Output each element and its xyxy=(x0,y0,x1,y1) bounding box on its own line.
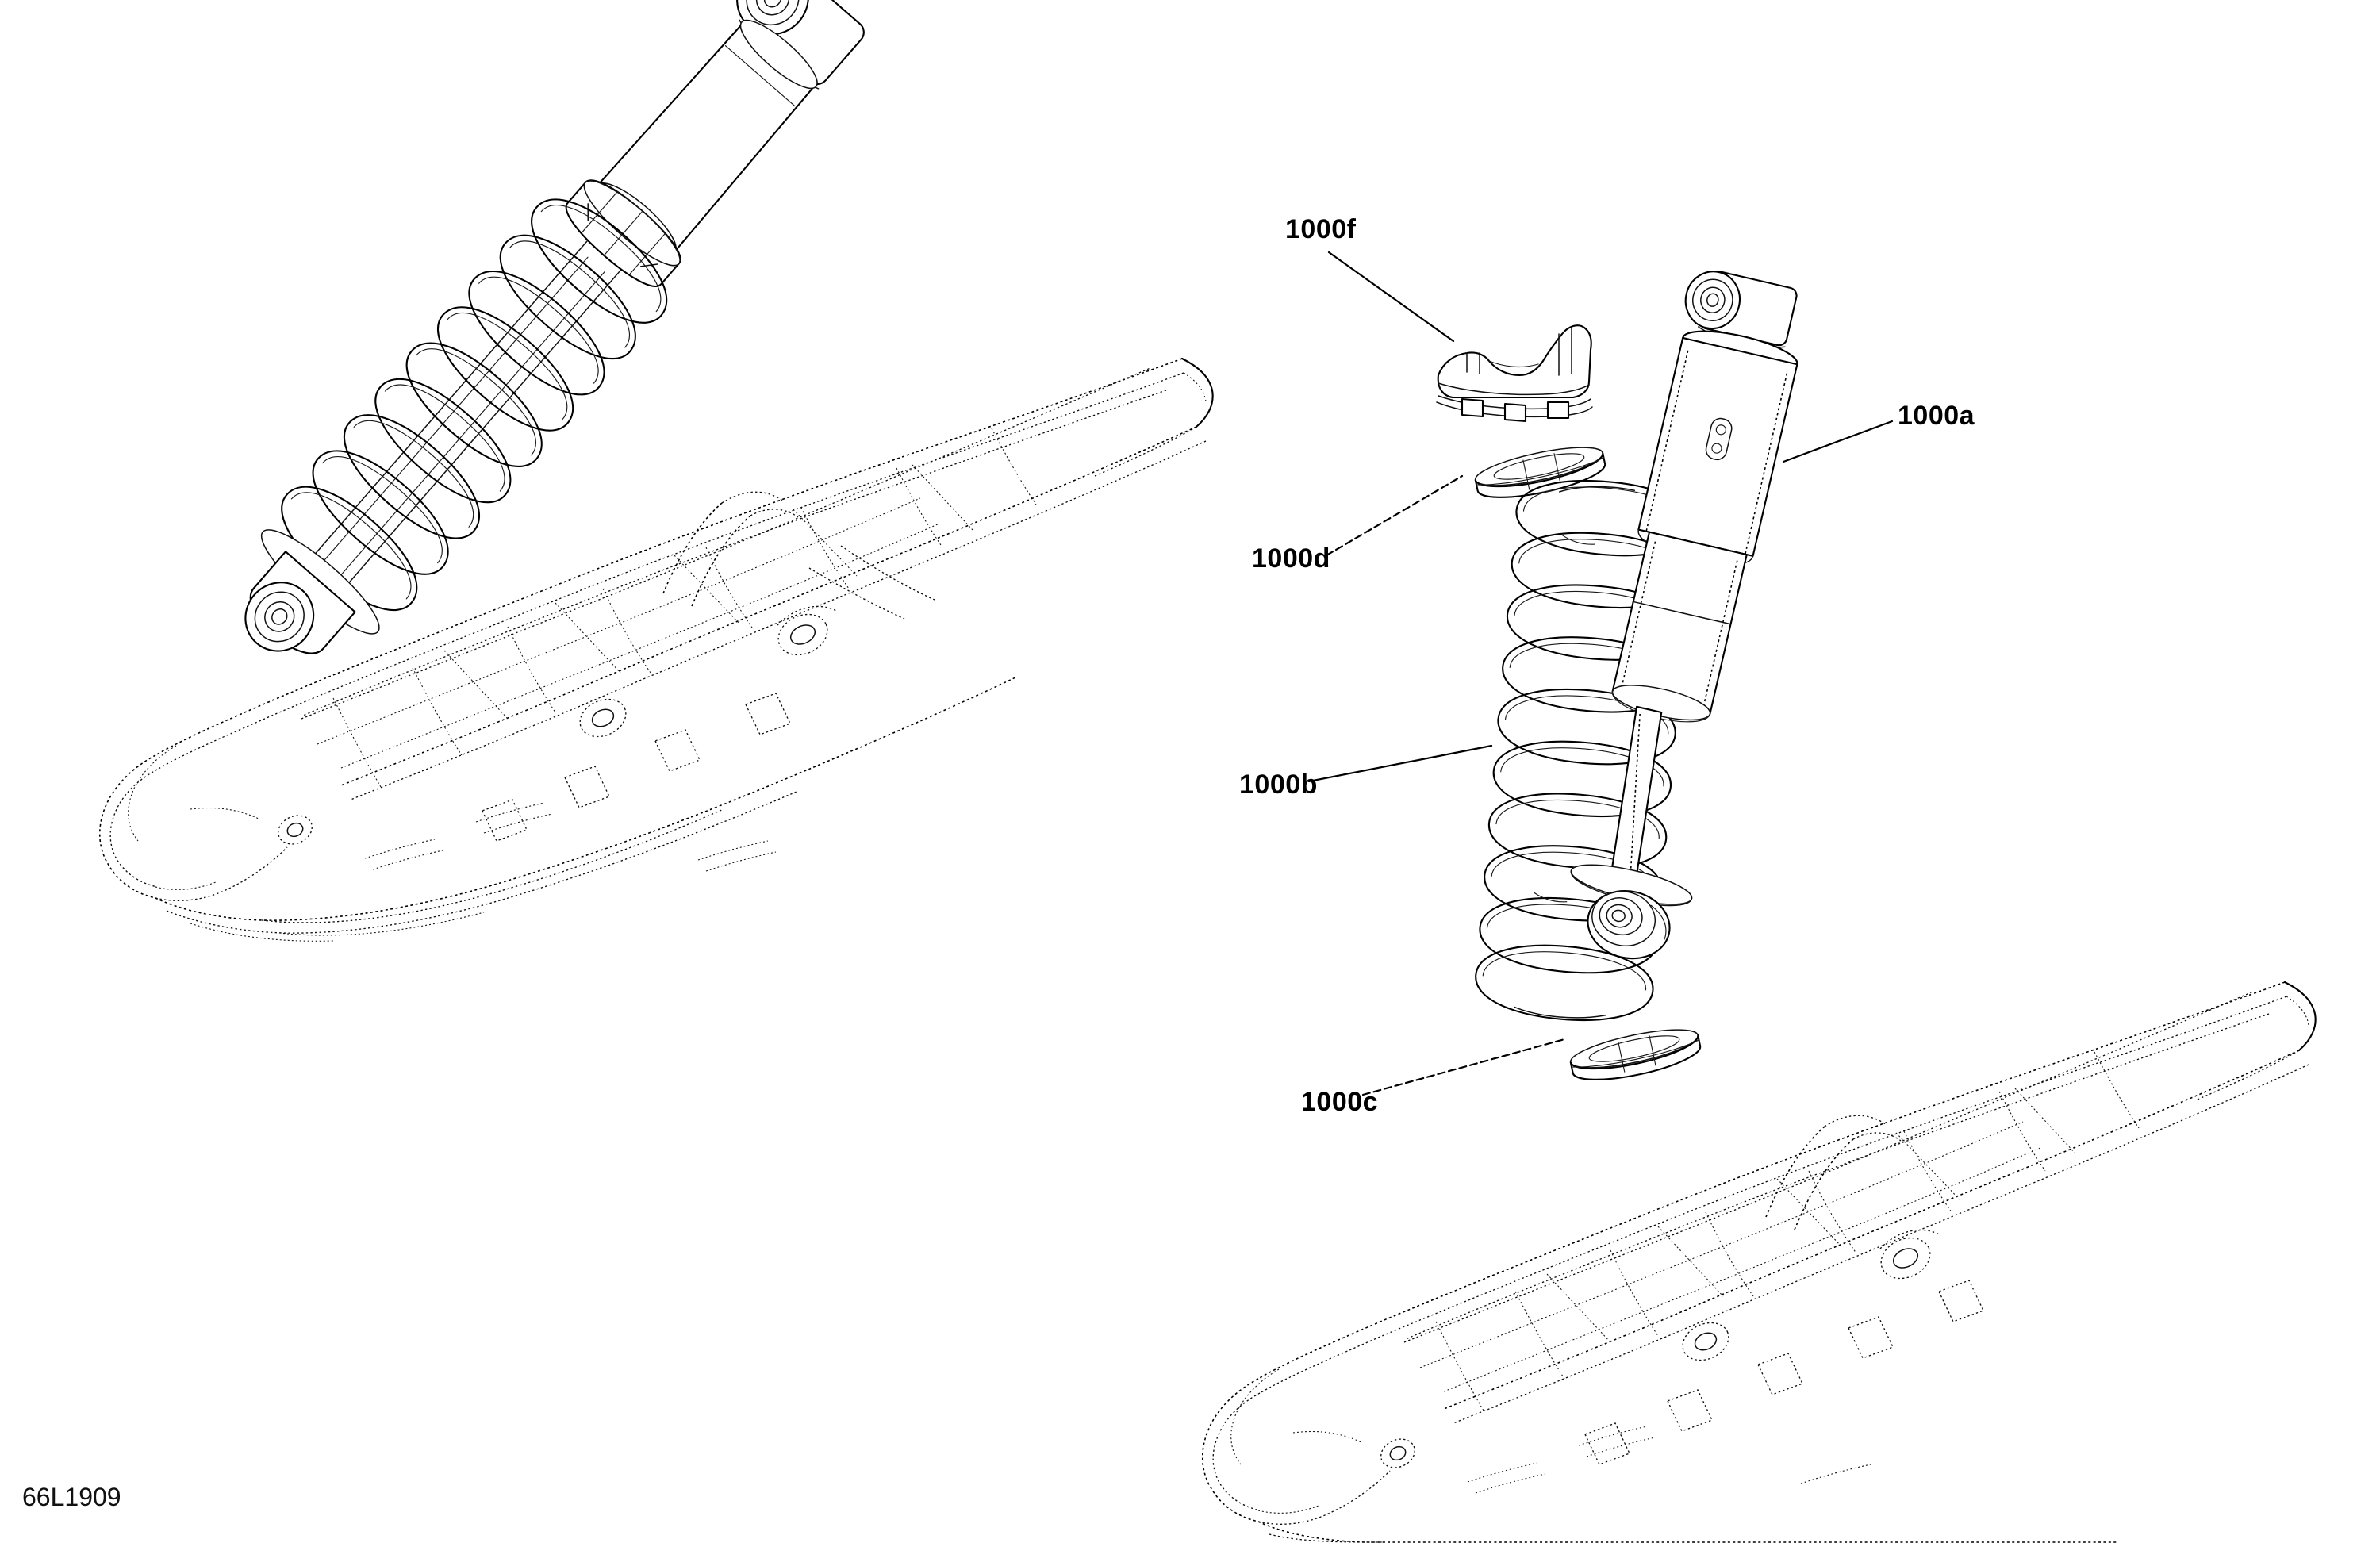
part-lower-spring-seat-washer xyxy=(1569,1029,1702,1080)
ski-upper-spindle-boss xyxy=(777,605,837,656)
ski-lower-front-boss xyxy=(1380,1438,1415,1468)
part-spring-cam-adjuster xyxy=(1436,324,1593,423)
shock-lower-eyelet xyxy=(1587,889,1671,960)
callout-label-1000f: 1000f xyxy=(1285,214,1357,244)
part-shock-absorber xyxy=(1570,270,1798,960)
callout-leaders xyxy=(1307,251,1894,1096)
callout-label-1000d: 1000d xyxy=(1252,543,1330,574)
ski-lower-pivot-boss xyxy=(1682,1322,1729,1361)
coilover-lower-eyelet xyxy=(244,529,380,654)
callout-label-1000c: 1000c xyxy=(1301,1087,1378,1117)
coil-over-shock-assembly xyxy=(244,0,865,654)
leader-1000c xyxy=(1361,1038,1566,1096)
ski-upper xyxy=(98,357,1214,942)
shock-valve-plate xyxy=(1705,417,1733,461)
callout-label-1000b: 1000b xyxy=(1239,770,1318,800)
shock-upper-eyelet xyxy=(1684,270,1798,348)
callout-label-1000a: 1000a xyxy=(1898,401,1975,431)
ski-upper-front-boss xyxy=(278,815,313,845)
coilover-coil-spring xyxy=(281,198,668,611)
leader-1000f xyxy=(1327,251,1455,343)
leader-1000a xyxy=(1782,420,1894,463)
ski-lower xyxy=(1201,981,2317,1543)
leader-1000b xyxy=(1307,744,1493,783)
leader-1000d xyxy=(1325,474,1464,557)
ski-upper-pivot-boss xyxy=(579,698,627,738)
part-upper-spring-seat-washer xyxy=(1474,447,1606,498)
drawing-number: 66L1909 xyxy=(22,1483,121,1511)
